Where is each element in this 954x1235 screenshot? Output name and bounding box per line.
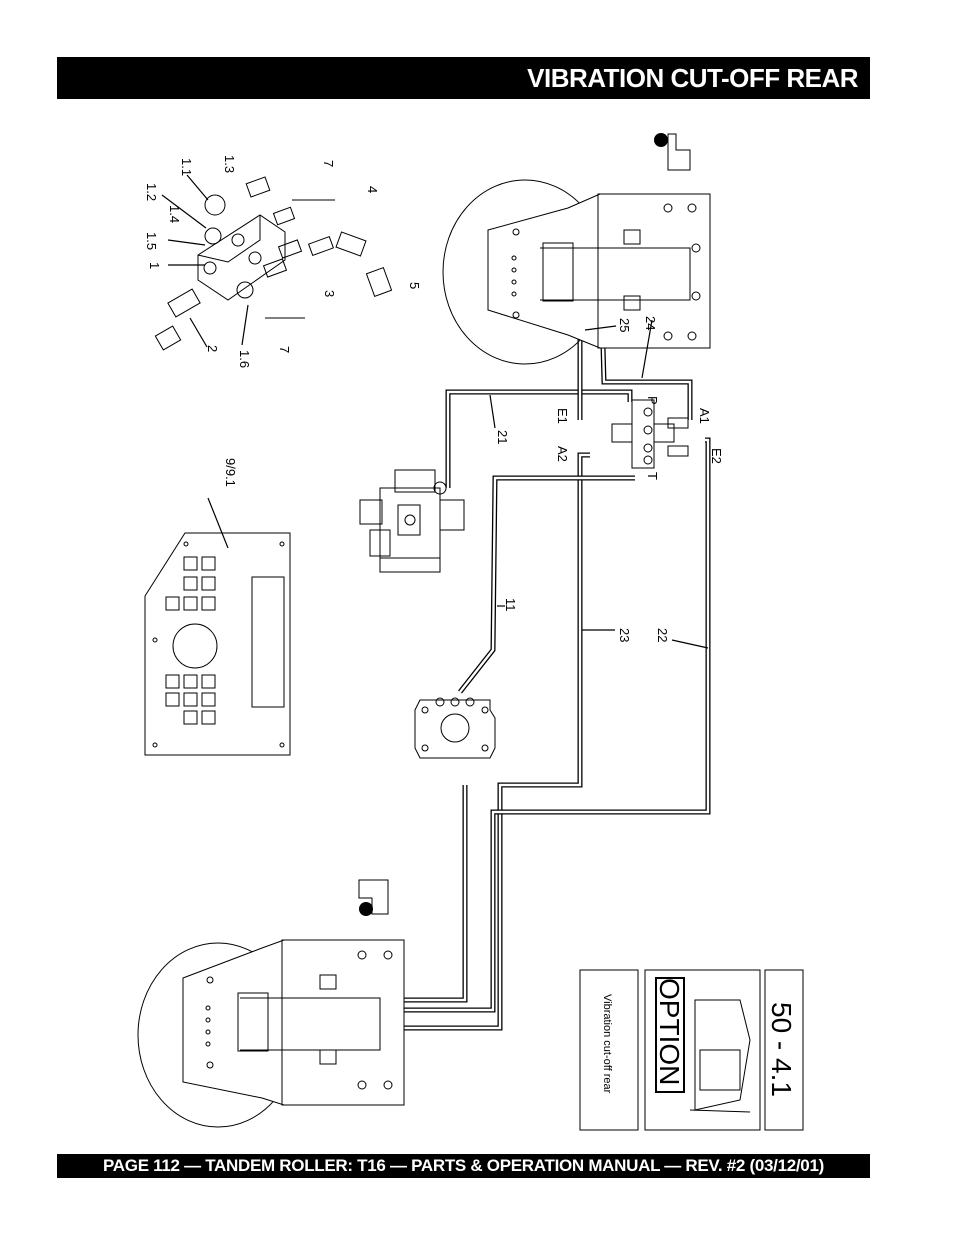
label-5: 5 <box>407 282 422 289</box>
label-hose-25: 25 <box>617 318 632 332</box>
option-page-ref: 50 - 4.1 <box>766 1002 797 1097</box>
solenoid-mount-block <box>414 697 496 759</box>
label-port-p: P <box>645 396 660 405</box>
option-box <box>579 969 804 1131</box>
front-drum-assembly <box>442 179 711 365</box>
label-1: 1 <box>147 262 162 269</box>
cut-off-valve-block <box>611 399 689 469</box>
label-port-a2: A2 <box>555 446 570 462</box>
rear-drum-symbol <box>358 879 389 916</box>
label-4: 4 <box>365 186 380 193</box>
label-7-top: 7 <box>321 160 336 167</box>
option-caption: Vibration cut-off rear <box>601 994 613 1094</box>
label-1-5: 1.5 <box>144 232 159 250</box>
label-1-3: 1.3 <box>222 155 237 173</box>
option-box-labels: 50 - 4.1 OPTION Vibration cut-off rear <box>601 978 797 1097</box>
label-2: 2 <box>205 345 220 352</box>
leader-lines <box>161 174 709 649</box>
part-labels: 1.1 1.3 1.2 1.4 1.5 1 2 1.6 7 7 4 3 5 25… <box>144 155 724 642</box>
label-1-2: 1.2 <box>144 183 159 201</box>
label-panel-callout: 9/9.1 <box>223 458 238 487</box>
label-port-e2: E2 <box>709 448 724 464</box>
label-port-a1: A1 <box>697 408 712 424</box>
front-drum-symbol <box>654 133 691 171</box>
vibration-pump <box>359 469 465 573</box>
label-1-4: 1.4 <box>167 205 182 223</box>
option-label: OPTION <box>654 978 685 1085</box>
label-port-e1: E1 <box>555 408 570 424</box>
control-panel <box>144 532 291 756</box>
exploded-valve-parts <box>154 176 393 351</box>
page-footer: PAGE 112 — TANDEM ROLLER: T16 — PARTS & … <box>57 1154 870 1178</box>
label-hose-23: 23 <box>617 628 632 642</box>
label-hose-24: 24 <box>643 316 658 330</box>
label-7-bottom: 7 <box>277 346 292 353</box>
label-3: 3 <box>322 290 337 297</box>
rear-drum-assembly <box>137 939 405 1128</box>
label-port-t: T <box>645 472 660 480</box>
label-hose-21: 21 <box>495 430 510 444</box>
label-hose-22: 22 <box>655 628 670 642</box>
label-hose-11: 11 <box>503 598 518 612</box>
page-header: VIBRATION CUT-OFF REAR <box>57 57 870 99</box>
label-1-1: 1.1 <box>179 158 194 176</box>
label-1-6: 1.6 <box>237 350 252 368</box>
